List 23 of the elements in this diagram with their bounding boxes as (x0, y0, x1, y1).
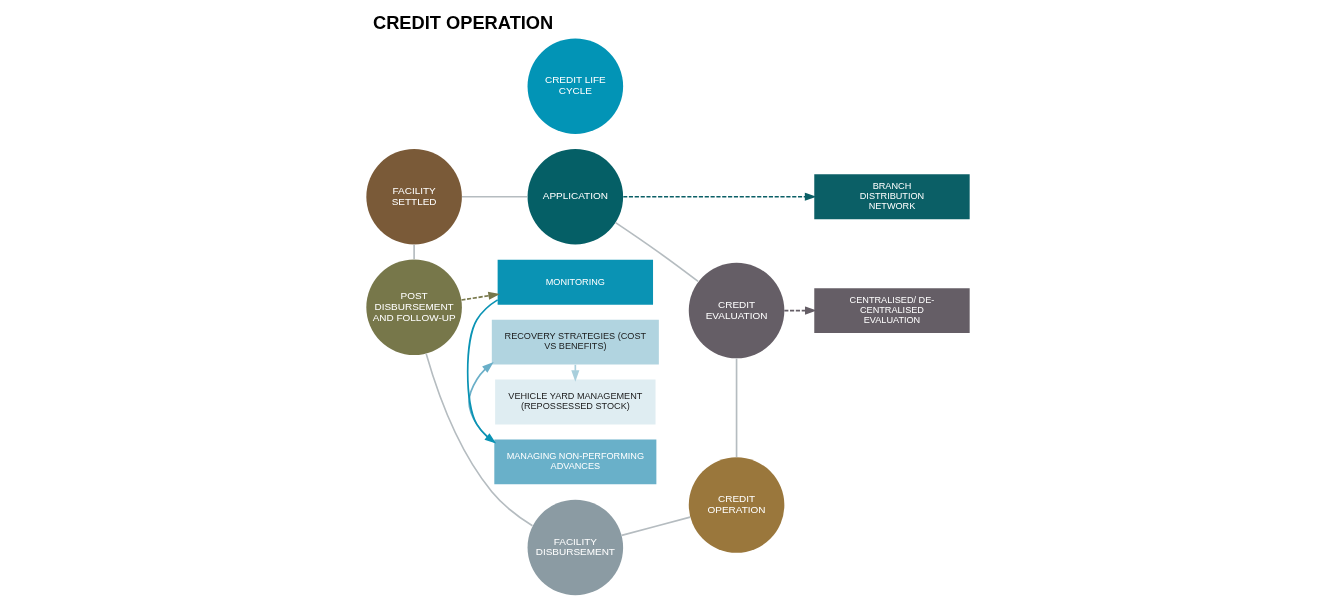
arrow (460, 291, 500, 301)
connector (412, 243, 415, 261)
node-circle: FACILITY SETTLED (365, 148, 462, 245)
node-circle: CREDIT EVALUATION (688, 262, 784, 359)
node-circle: APPLICATION (527, 148, 623, 245)
node-box: MANAGING NON-PERFORMING ADVANCES (493, 439, 656, 485)
connector (424, 352, 533, 527)
node-circle: CREDIT OPERATION (688, 457, 784, 553)
arrow (622, 192, 816, 201)
node-box: VEHICLE YARD MANAGEMENT (REPOSSESSED STOCK) (494, 379, 656, 425)
arrow (783, 306, 817, 315)
connector (614, 221, 699, 283)
node-box: MONITORING (497, 259, 653, 305)
node-box: RECOVERY STRATEGIES (COST VS BENEFITS) (491, 319, 659, 365)
node-circle: POST DISBURSEMENT AND FOLLOW-UP (365, 259, 462, 356)
connector (460, 195, 528, 198)
node-box: CENTRALISED/ DE-CENTRALISED EVALUATION (813, 288, 970, 333)
connector (735, 357, 737, 458)
node-circle: CREDIT LIFE CYCLE (527, 38, 623, 134)
node-circle: FACILITY DISBURSEMENT (527, 499, 623, 596)
connector (620, 516, 691, 537)
node-box: BRANCH DISTRIBUTION NETWORK (813, 174, 970, 220)
diagram-title: CREDIT OPERATION (372, 11, 553, 33)
